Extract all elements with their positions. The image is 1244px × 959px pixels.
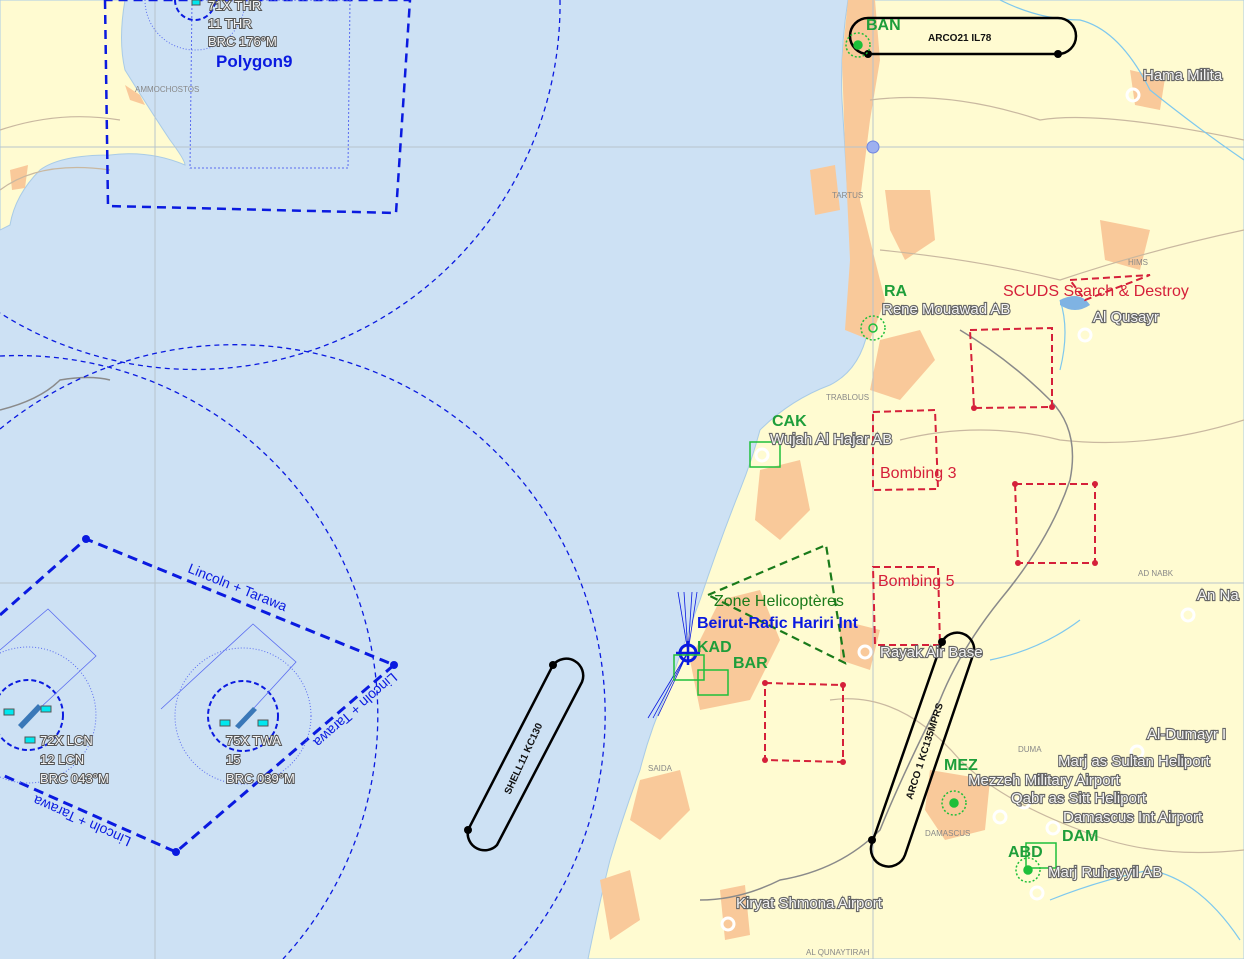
zone-helicopteres[interactable] bbox=[705, 543, 847, 665]
airbase-code: BAR bbox=[733, 655, 768, 672]
city-label: DAMASCUS bbox=[925, 829, 970, 838]
carrier-tacan: 71X THR bbox=[208, 0, 261, 13]
zone-label-polygon9: Polygon9 bbox=[216, 52, 293, 71]
airbase-label[interactable]: Marj as Sultan Heliport bbox=[1057, 752, 1212, 771]
airbase-code: BAN bbox=[866, 17, 901, 34]
zone-label-helicopteres: Zone Helicoptères bbox=[714, 593, 844, 610]
airbase-label[interactable]: Al-Dumayr I bbox=[1146, 725, 1227, 744]
carrier-brc: BRC 043°M bbox=[40, 771, 109, 786]
city-label: AL QUNAYTIRAH bbox=[806, 948, 870, 957]
city-label: DUMA bbox=[1018, 745, 1042, 754]
carrier-brc: BRC 039°M bbox=[226, 771, 295, 786]
airbase-label[interactable]: Damascus Int Airport bbox=[1062, 808, 1204, 827]
airbase-code: KAD bbox=[697, 639, 732, 656]
city-label: TRABLOUS bbox=[826, 393, 869, 402]
airbase-label[interactable]: Hama Milita bbox=[1142, 66, 1224, 85]
zone-bomb-a bbox=[968, 326, 1053, 410]
airbase-label[interactable]: Kiryat Shmona Airport bbox=[735, 894, 884, 913]
rivers bbox=[989, 0, 1244, 941]
airbase-code: RA bbox=[884, 283, 908, 300]
airbase-label[interactable]: Mezzeh Military Airport bbox=[967, 771, 1122, 790]
roads bbox=[0, 96, 1244, 854]
city-label: TARTUS bbox=[832, 191, 863, 200]
zone-label-scuds: SCUDS Search & Destroy bbox=[1003, 283, 1189, 300]
range-rings bbox=[0, 0, 606, 959]
carrier-icls: 15 bbox=[226, 752, 240, 767]
lake-homs bbox=[1060, 296, 1090, 310]
airbase-code: DAM bbox=[1062, 828, 1098, 845]
carrier-thr[interactable]: 71X THR 11 THR BRC 176°M bbox=[144, 0, 278, 51]
carrier-brc: BRC 176°M bbox=[208, 34, 277, 49]
zone-label-bombing5: Bombing 5 bbox=[878, 573, 955, 590]
urban-areas bbox=[600, 0, 1165, 940]
airbase-label-beirut[interactable]: Beirut-Rafic Hariri Int bbox=[697, 615, 859, 632]
carrier-lcn[interactable]: 72X LCN 12 LCN BRC 043°M bbox=[0, 608, 110, 787]
carrier-twa[interactable]: 75X TWA 15 BRC 039°M bbox=[160, 623, 312, 787]
airbase-code: ABD bbox=[1008, 844, 1043, 861]
airbase-code: CAK bbox=[772, 413, 807, 430]
city-label: HIMS bbox=[1128, 258, 1148, 267]
carrier-icls: 11 THR bbox=[208, 16, 252, 31]
airbase-label[interactable]: Rayak Air Base bbox=[879, 643, 984, 662]
track-shell11 bbox=[466, 657, 585, 852]
borders bbox=[0, 329, 1074, 901]
city-label: SAIDA bbox=[648, 764, 673, 773]
beirut-airbase-icon[interactable] bbox=[676, 641, 700, 665]
airbase-label[interactable]: Wujah Al Hajar AB bbox=[769, 430, 893, 449]
zone-label-bombing3: Bombing 3 bbox=[880, 465, 957, 482]
airbase-label[interactable]: Rene Mouawad AB bbox=[881, 300, 1012, 319]
city-label: AD NABK bbox=[1138, 569, 1174, 578]
airbase-label[interactable]: An Na bbox=[1196, 586, 1241, 605]
airbase-label[interactable]: Marj Ruhayyil AB bbox=[1047, 863, 1163, 882]
city-label: AMMOCHOSTOS bbox=[135, 85, 199, 94]
airbase-code: MEZ bbox=[944, 757, 978, 774]
airbase-label[interactable]: Al Qusayr bbox=[1092, 308, 1160, 327]
airbase-label[interactable]: Qabr as Sitt Heliport bbox=[1010, 789, 1148, 808]
carrier-icls: 12 LCN bbox=[40, 752, 84, 767]
zone-polygon9-inner bbox=[189, 0, 351, 169]
green-airbase-icons[interactable] bbox=[673, 32, 1057, 883]
airbase-icons[interactable] bbox=[720, 87, 1196, 932]
zone-scuds bbox=[1068, 274, 1151, 302]
beirut-approach-lines bbox=[647, 591, 698, 719]
carrier-tacan: 72X LCN bbox=[40, 733, 93, 748]
tanker-label-arco21: ARCO21 IL78 bbox=[928, 33, 992, 44]
carrier-tacan: 75X TWA bbox=[226, 733, 281, 748]
urban-famagusta bbox=[10, 85, 145, 190]
zone-bombing3 bbox=[872, 408, 940, 492]
waypoint-icon[interactable] bbox=[866, 140, 880, 154]
zone-polygon9[interactable] bbox=[103, 0, 412, 215]
track-arco1 bbox=[869, 631, 976, 868]
